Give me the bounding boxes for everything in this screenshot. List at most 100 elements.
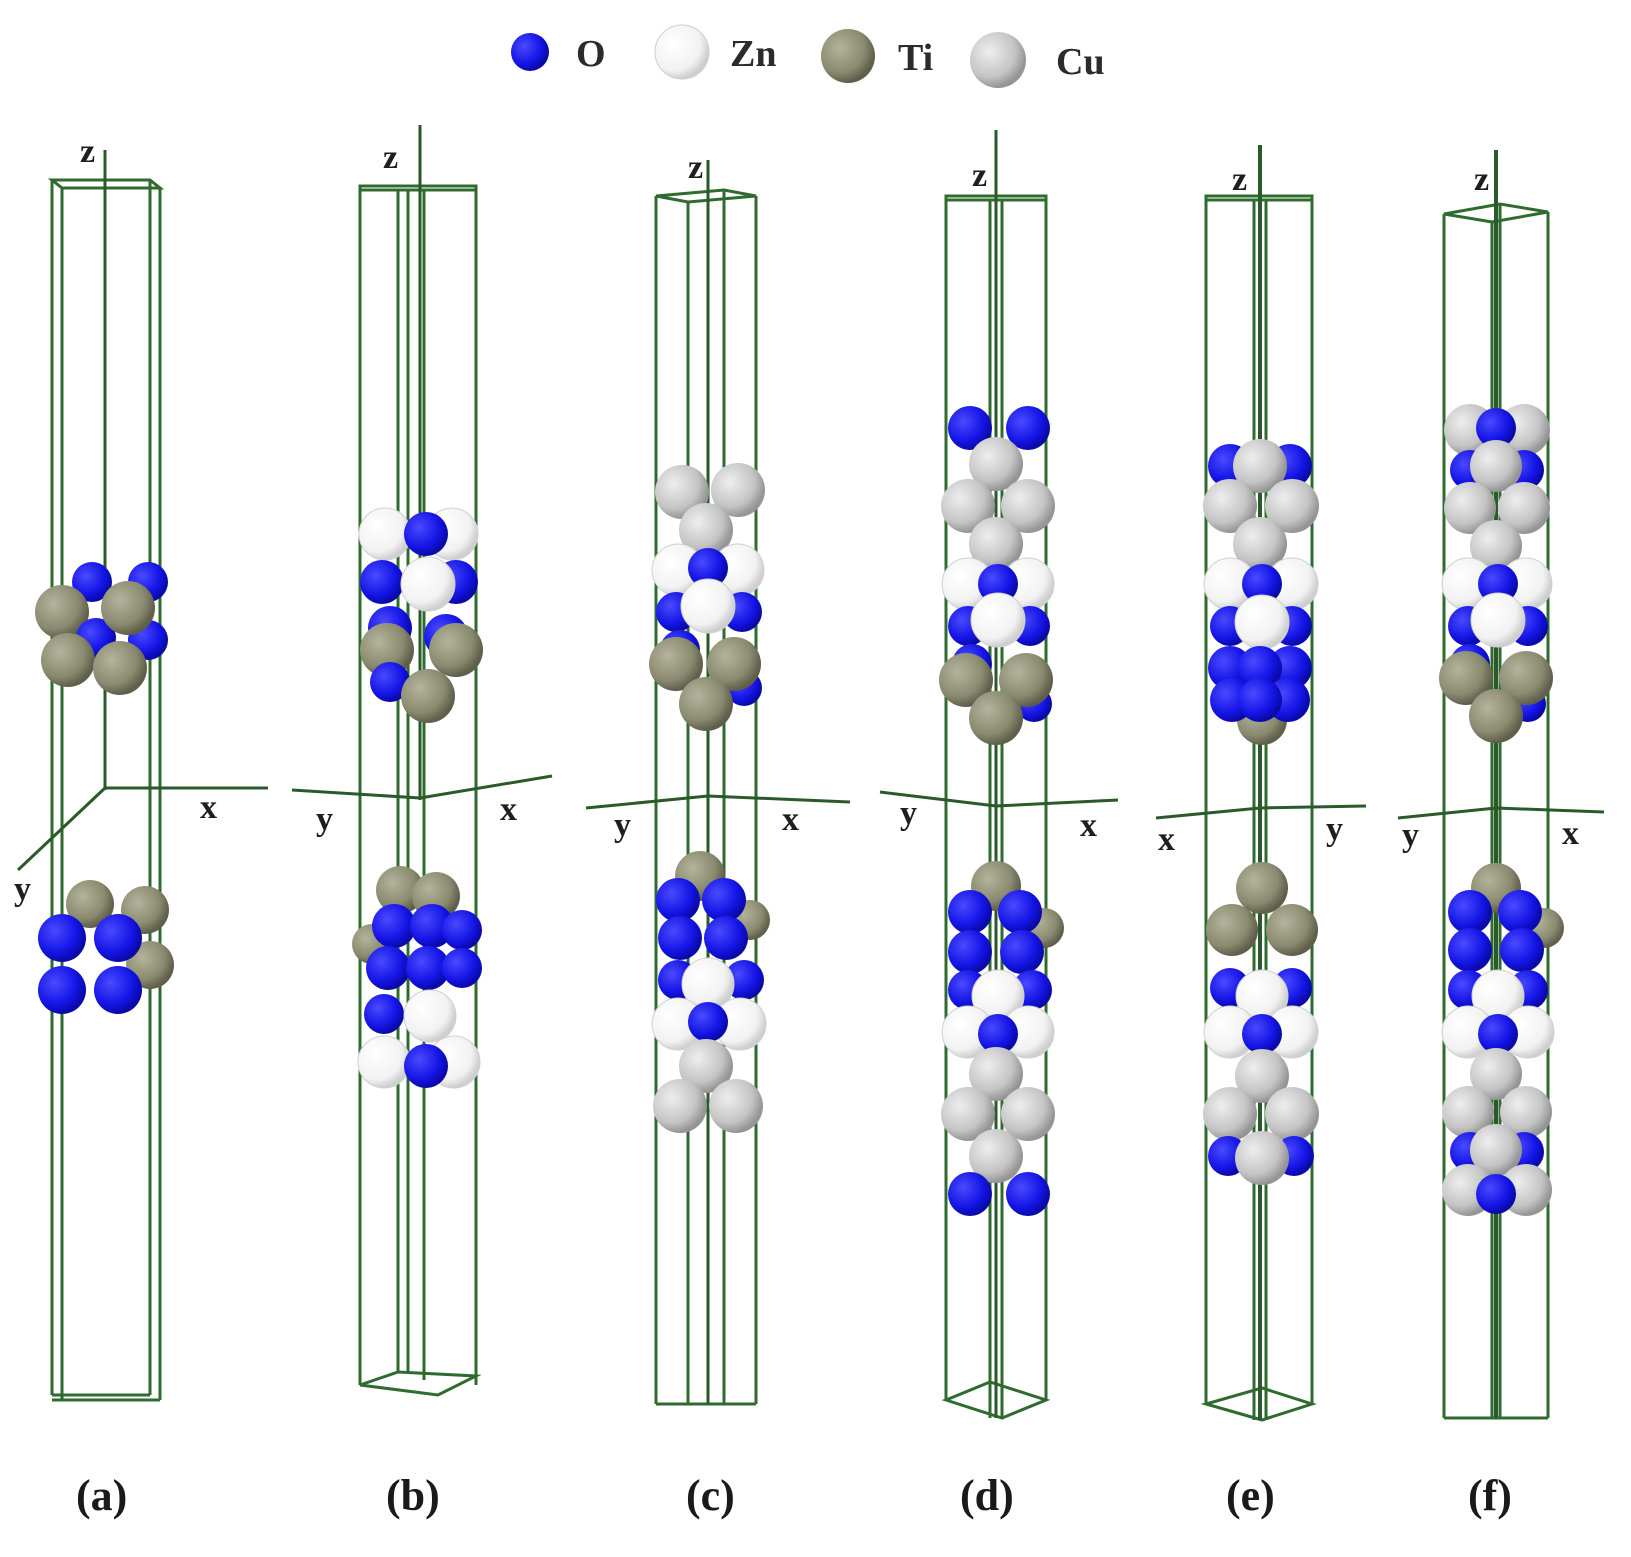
oxygen-atom <box>1500 928 1544 972</box>
z-axis-label: z <box>1232 161 1247 198</box>
zinc-atom <box>1234 594 1290 650</box>
x-axis-label: x <box>500 791 517 828</box>
oxygen-atom <box>1242 564 1282 604</box>
z-axis-label: z <box>688 149 703 186</box>
oxygen-atom <box>688 548 728 588</box>
x-axis-label: x <box>1080 807 1097 844</box>
copper-atom <box>1470 1048 1522 1100</box>
copper-atom <box>941 1087 995 1141</box>
zinc-atom <box>357 1035 411 1089</box>
copper-atom <box>1235 1131 1289 1185</box>
copper-atom <box>653 1079 707 1133</box>
titanium-atom <box>429 623 483 677</box>
titanium-atom <box>939 653 993 707</box>
titanium-atom <box>999 653 1053 707</box>
copper-atom <box>1233 439 1287 493</box>
titanium-atom <box>35 585 89 639</box>
lower-cluster <box>941 861 1064 1216</box>
panel-f: z x y <box>1397 150 1605 1520</box>
x-axis-label: x <box>200 789 217 826</box>
copper-atom <box>969 1047 1023 1101</box>
z-axis-label: z <box>1474 161 1489 198</box>
copper-atom <box>679 1039 733 1093</box>
zinc-atom <box>400 556 456 612</box>
copper-atom <box>1001 1087 1055 1141</box>
oxygen-atom <box>1000 930 1044 974</box>
y-axis <box>585 794 709 810</box>
copper-atom <box>1001 479 1055 533</box>
panel-a: z x y (a) <box>14 133 268 1520</box>
oxygen-atom <box>38 966 86 1014</box>
y-axis <box>16 786 107 872</box>
titanium-atom <box>360 623 414 677</box>
titanium-atom <box>649 637 703 691</box>
copper-atom <box>1444 482 1496 534</box>
y-axis-label: y <box>1402 817 1419 854</box>
oxygen-atom <box>410 904 454 948</box>
x-axis-label: x <box>782 801 799 838</box>
panel-c: z x y <box>585 149 851 1520</box>
copper-atom <box>1470 1124 1522 1176</box>
titanium-atom-icon <box>821 29 875 83</box>
oxygen-atom <box>998 890 1042 934</box>
oxygen-atom <box>948 1172 992 1216</box>
y-axis-label: y <box>1326 811 1343 848</box>
oxygen-atom <box>1448 928 1492 972</box>
oxygen-atom <box>656 878 700 922</box>
copper-atom <box>1265 1087 1319 1141</box>
oxygen-atom <box>1498 890 1542 934</box>
upper-cluster <box>358 507 483 723</box>
oxygen-atom <box>38 914 86 962</box>
panel-label: (e) <box>1226 1471 1275 1520</box>
titanium-atom <box>376 866 424 914</box>
titanium-atom <box>1266 904 1318 956</box>
oxygen-atom <box>1478 564 1518 604</box>
x-axis <box>419 774 553 800</box>
oxygen-atom <box>702 878 746 922</box>
upper-cluster <box>35 562 168 695</box>
titanium-atom <box>93 641 147 695</box>
x-axis <box>995 798 1119 808</box>
zinc-atom <box>403 989 457 1043</box>
copper-atom <box>711 463 765 517</box>
titanium-atom <box>679 677 733 731</box>
oxygen-atom <box>948 406 992 450</box>
copper-atom <box>1235 1049 1289 1103</box>
titanium-atom <box>1206 904 1258 956</box>
copper-atom <box>969 517 1023 571</box>
oxygen-atom <box>1476 408 1516 448</box>
oxygen-atom <box>1448 890 1492 934</box>
oxygen-atom <box>404 512 448 556</box>
panel-label: (c) <box>686 1471 735 1520</box>
upper-cluster <box>939 406 1055 745</box>
oxygen-atom <box>366 946 410 990</box>
upper-cluster <box>649 463 765 731</box>
legend-label: Cu <box>1056 41 1105 83</box>
titanium-atom <box>1469 689 1523 743</box>
oxygen-atom <box>1238 646 1282 690</box>
panel-e: z y x <box>1155 145 1367 1520</box>
oxygen-atom <box>948 890 992 934</box>
oxygen-atom <box>704 916 748 960</box>
copper-atom <box>1233 517 1287 571</box>
copper-atom-icon <box>970 32 1026 88</box>
panel-label: (a) <box>76 1471 127 1520</box>
oxygen-atom <box>404 1044 448 1088</box>
oxygen-atom <box>724 960 764 1000</box>
copper-atom <box>969 437 1023 491</box>
copper-atom <box>941 479 995 533</box>
lower-cluster <box>651 851 770 1133</box>
copper-atom <box>1203 1087 1257 1141</box>
copper-atom <box>1470 440 1522 492</box>
oxygen-atom <box>442 948 482 988</box>
zinc-atom <box>1470 592 1526 648</box>
zinc-atom <box>970 592 1026 648</box>
copper-atom <box>1470 520 1522 572</box>
oxygen-atom <box>94 914 142 962</box>
oxygen-atom <box>360 560 404 604</box>
y-axis-label: y <box>614 807 631 844</box>
legend-item-titanium: Ti <box>821 29 933 83</box>
legend-item-oxygen: O <box>511 33 606 75</box>
copper-atom <box>1442 1086 1494 1138</box>
